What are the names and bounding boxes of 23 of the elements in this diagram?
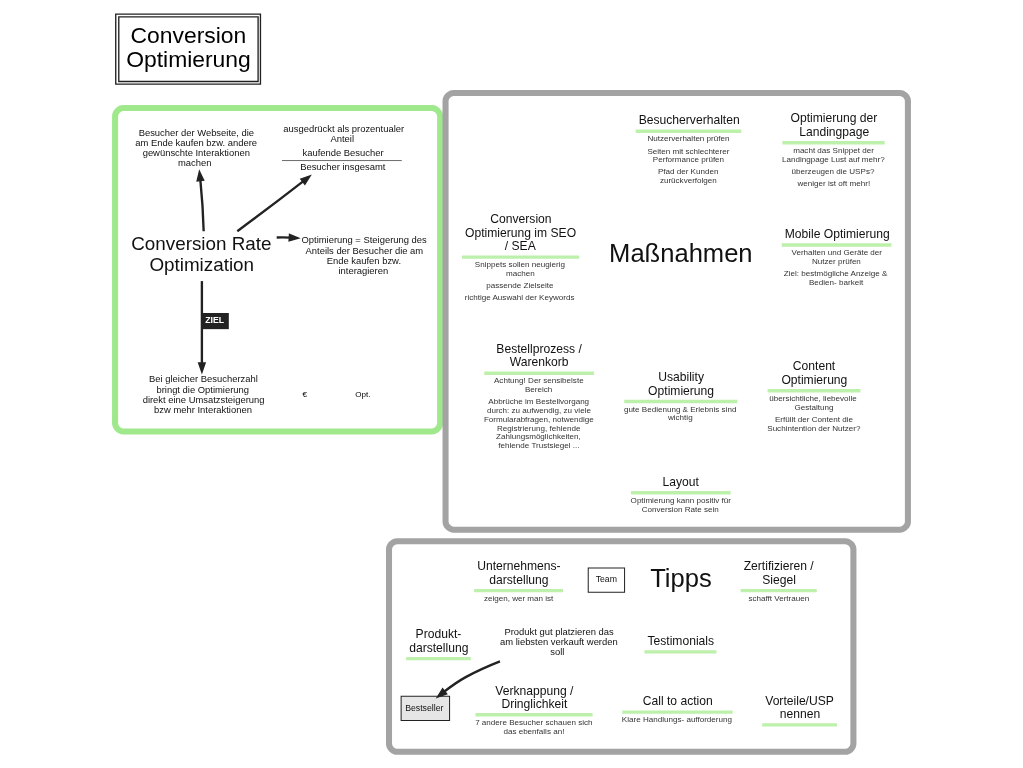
arrow: [197, 281, 207, 375]
diagram-title: Conversion Optimierung: [126, 21, 251, 73]
node-text: ausgedrückt als prozentualer Anteil kaufende Besucher Besucher insgesamt: [283, 122, 405, 173]
cluster: [442, 89, 911, 533]
node-box: Bestseller: [400, 695, 451, 722]
arrow: [196, 169, 205, 232]
node-text: Besucher der Webseite, die am Ende kaufen bzw. andere gewünschte Interaktionen machen: [135, 126, 258, 169]
node-text: Maßnahmen: [609, 239, 753, 268]
node-text: Conversion Rate Optimization: [131, 233, 272, 276]
cluster: [386, 538, 857, 755]
node-text: Produkt gut platzieren das am liebsten verkauft werden soll: [500, 625, 618, 658]
cluster: [112, 105, 444, 435]
arrow: [276, 233, 301, 242]
node-text: Bei gleicher Besucherzahl bringt die Optimierung direkt eine Umsatzsteigerung bzw mehr Interaktionen: [142, 373, 265, 415]
node-text: Tipps: [650, 563, 712, 592]
arrow: [236, 174, 312, 233]
node-box: Team: [587, 567, 626, 593]
node-text: Produkt- darstellung: [409, 627, 469, 655]
edge-label: ZIEL: [205, 314, 225, 325]
arrow: [435, 660, 501, 699]
node-text: Testimonials: [647, 634, 715, 649]
node-text: Optimierung = Steigerung des Anteils der Besucher die am Ende kaufen bzw. interagieren: [301, 234, 427, 276]
node-text: Vorteile/USP nennen: [765, 693, 834, 722]
